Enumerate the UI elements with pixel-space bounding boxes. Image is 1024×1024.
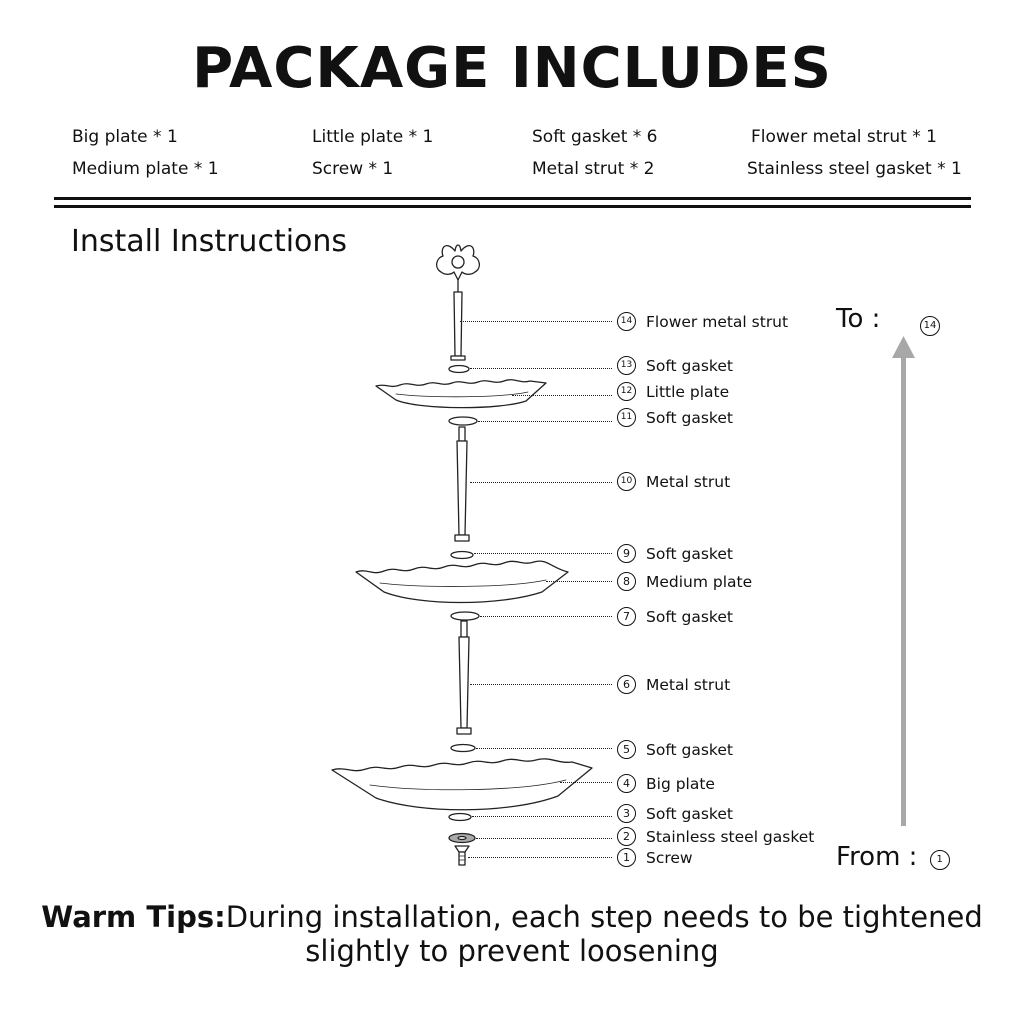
package-item-metal-strut: Metal strut * 2 [532, 159, 655, 179]
soft-gasket-3-drawing [448, 812, 472, 822]
part-label-2: 2 Stainless steel gasket [617, 827, 814, 846]
part-label-6: 6 Metal strut [617, 675, 730, 694]
metal-strut-6-drawing [456, 620, 472, 735]
part-name: Soft gasket [646, 740, 733, 759]
package-item-flower-metal-strut: Flower metal strut * 1 [751, 127, 937, 147]
part-name: Soft gasket [646, 804, 733, 823]
part-name: Metal strut [646, 472, 731, 491]
part-label-5: 5 Soft gasket [617, 740, 733, 759]
divider-bottom [54, 205, 971, 208]
part-label-7: 7 Soft gasket [617, 607, 733, 626]
package-item-screw: Screw * 1 [312, 159, 394, 179]
leader-line-4 [560, 782, 612, 783]
part-label-10: 10 Metal strut [617, 472, 730, 491]
from-label: From : 1 [836, 842, 950, 872]
to-step-badge: 14 [920, 313, 940, 336]
part-label-12: 12 Little plate [617, 382, 729, 401]
step-number-badge: 2 [617, 827, 636, 846]
soft-gasket-11-drawing [448, 416, 478, 426]
part-label-3: 3 Soft gasket [617, 804, 733, 823]
screw-drawing [454, 845, 470, 866]
page-title: PACKAGE INCLUDES [192, 36, 832, 101]
part-name: Metal strut [646, 675, 731, 694]
package-item-stainless-steel-gasket: Stainless steel gasket * 1 [747, 159, 962, 179]
big-plate-drawing [331, 758, 593, 811]
install-instructions-heading: Install Instructions [71, 224, 348, 259]
step-number-badge: 13 [617, 356, 636, 375]
soft-gasket-7-drawing [450, 611, 480, 621]
from-step-badge: 1 [929, 850, 950, 870]
leader-line-6 [470, 684, 612, 685]
leader-line-8 [546, 581, 612, 582]
leader-line-2 [476, 838, 612, 839]
flower-metal-strut-drawing [436, 244, 480, 361]
step-number-badge: 3 [617, 804, 636, 823]
part-label-1: 1 Screw [617, 848, 693, 867]
leader-line-13 [470, 368, 612, 369]
part-name: Soft gasket [646, 607, 733, 626]
little-plate-drawing [375, 379, 547, 409]
warm-tips-text: During installation, each step needs to … [225, 900, 983, 968]
leader-line-7 [480, 616, 612, 617]
leader-line-12 [512, 395, 612, 396]
part-label-13: 13 Soft gasket [617, 356, 733, 375]
leader-line-9 [474, 553, 612, 554]
part-label-9: 9 Soft gasket [617, 544, 733, 563]
part-name: Soft gasket [646, 408, 733, 427]
package-item-big-plate: Big plate * 1 [72, 127, 178, 147]
step-number-badge: 9 [617, 544, 636, 563]
medium-plate-drawing [355, 560, 569, 604]
step-number-badge: 6 [617, 675, 636, 694]
part-name: Flower metal strut [646, 312, 789, 331]
step-number-badge: 8 [617, 572, 636, 591]
soft-gasket-9-drawing [450, 550, 474, 560]
metal-strut-10-drawing [454, 426, 470, 542]
step-number-badge: 4 [617, 774, 636, 793]
leader-line-10 [470, 482, 612, 483]
part-label-11: 11 Soft gasket [617, 408, 733, 427]
step-number-badge: 14 [617, 312, 636, 331]
step-number-badge: 1 [617, 848, 636, 867]
leader-line-14 [460, 321, 612, 322]
part-name: Little plate [646, 382, 730, 401]
to-label: To : [836, 304, 881, 334]
part-name: Soft gasket [646, 356, 733, 375]
step-number-badge: 5 [617, 740, 636, 759]
part-label-8: 8 Medium plate [617, 572, 752, 591]
leader-line-11 [478, 421, 612, 422]
soft-gasket-5-drawing [450, 743, 476, 753]
step-number-badge: 10 [617, 472, 636, 491]
package-item-medium-plate: Medium plate * 1 [72, 159, 219, 179]
package-item-soft-gasket: Soft gasket * 6 [532, 127, 658, 147]
assembly-direction-arrow [892, 336, 915, 826]
part-label-4: 4 Big plate [617, 774, 715, 793]
leader-line-5 [476, 748, 612, 749]
warm-tips-heading: Warm Tips: [41, 900, 226, 934]
step-number-badge: 11 [617, 408, 636, 427]
leader-line-1 [468, 857, 612, 858]
part-name: Soft gasket [646, 544, 733, 563]
part-label-14: 14 Flower metal strut [617, 312, 788, 331]
warm-tips-note: Warm Tips:During installation, each step… [0, 900, 1024, 968]
step-number-badge: 12 [617, 382, 636, 401]
package-item-little-plate: Little plate * 1 [312, 127, 434, 147]
part-name: Screw [646, 848, 693, 867]
part-name: Medium plate [646, 572, 753, 591]
soft-gasket-13-drawing [448, 364, 470, 374]
part-name: Stainless steel gasket [646, 827, 815, 846]
leader-line-3 [472, 816, 612, 817]
part-name: Big plate [646, 774, 715, 793]
step-number-badge: 7 [617, 607, 636, 626]
divider-top [54, 197, 971, 200]
